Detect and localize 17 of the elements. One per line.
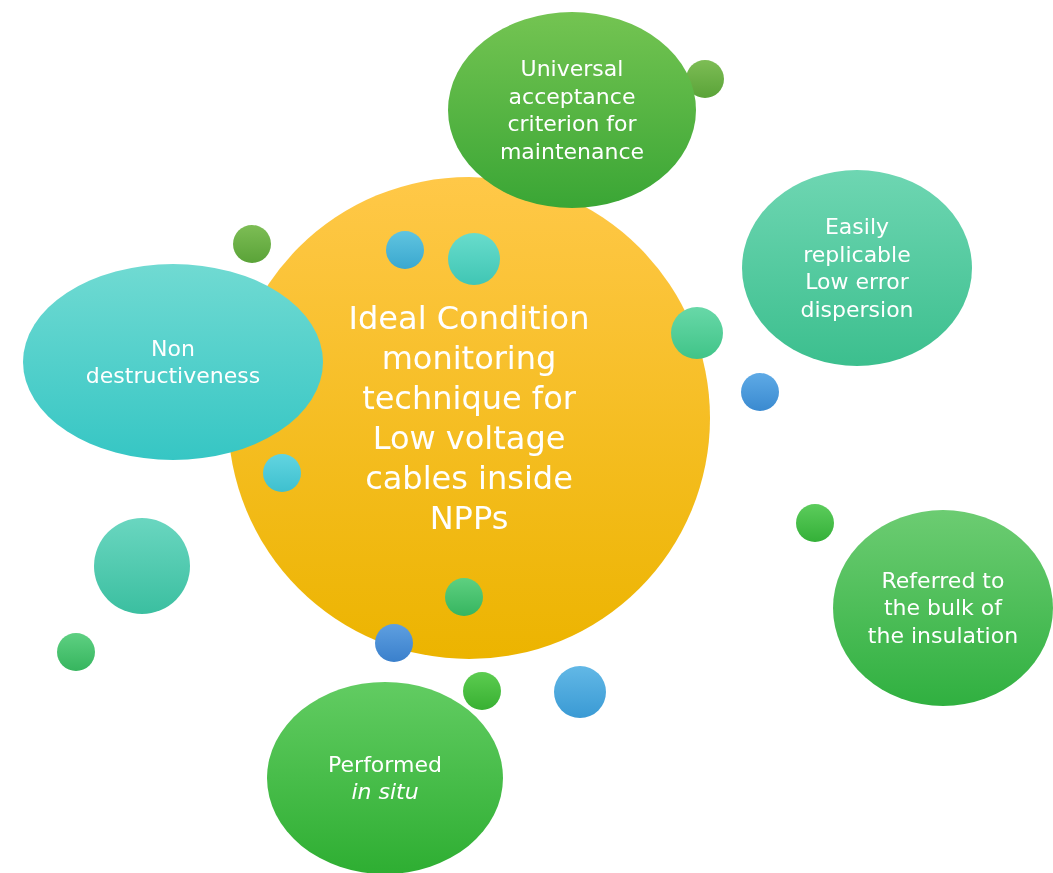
- bubble-circle: [463, 672, 501, 710]
- node-text: Referred to the bulk of the insulation: [866, 566, 1020, 650]
- bubble-circle: [445, 578, 483, 616]
- bubble-circle: [796, 504, 834, 542]
- node-text: Ideal Condition monitoring technique for Low voltage cables inside NPPs: [347, 298, 591, 538]
- bubble-circle: [671, 307, 723, 359]
- node-text: Universal acceptance criterion for maintenance: [498, 55, 646, 165]
- node-text: Non destructiveness: [84, 334, 262, 390]
- bubble-circle: [263, 454, 301, 492]
- node-text: Performed in situ: [327, 750, 443, 806]
- bubble-circle: [686, 60, 724, 98]
- bubble-circle: [554, 666, 606, 718]
- bubble-circle: [448, 233, 500, 285]
- bubble-circle: [57, 633, 95, 671]
- bubble-circle: [386, 231, 424, 269]
- node-text: Easily replicable Low error dispersion: [799, 213, 915, 323]
- bubble-circle: [741, 373, 779, 411]
